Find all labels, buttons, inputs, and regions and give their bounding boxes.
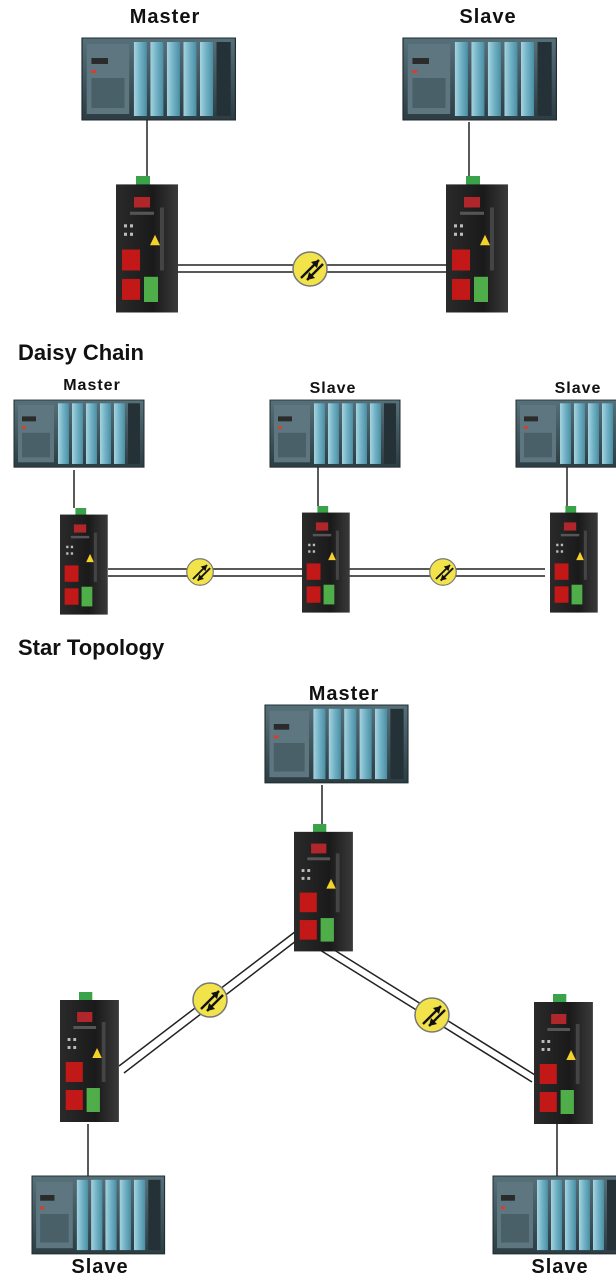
slave-plc-icon [402, 37, 557, 121]
daisy-slave-label-2: Slave [554, 380, 602, 397]
star-link-icon-right [413, 996, 451, 1034]
daisy-master-converter-icon [60, 508, 108, 615]
star-slave-left-converter-icon [60, 992, 119, 1122]
daisy-link-icon-1 [185, 557, 215, 587]
master-plc-icon [81, 37, 236, 121]
star-slave-right-plc-icon [492, 1175, 616, 1255]
slave-label-top: Slave [459, 6, 517, 28]
master-label-top: Master [129, 6, 201, 28]
star-master-converter-icon [294, 824, 353, 952]
top-connection-group [146, 120, 470, 273]
master-converter-icon [116, 176, 178, 313]
star-slave-label-left: Slave [71, 1256, 129, 1278]
daisy-master-label: Master [63, 377, 121, 394]
star-master-label: Master [308, 683, 380, 705]
daisy-chain-title: Daisy Chain [18, 340, 144, 365]
star-slave-left-plc-icon [31, 1175, 166, 1255]
daisy-slave-converter-icon-2 [550, 506, 598, 613]
daisy-slave-label-1: Slave [309, 380, 357, 397]
slave-converter-icon [446, 176, 508, 313]
star-link-icon-left [191, 981, 229, 1019]
daisy-master-plc-icon [13, 399, 145, 468]
fiber-link-icon [291, 250, 329, 288]
star-master-plc-icon [264, 704, 409, 784]
daisy-slave-plc-icon-1 [269, 399, 401, 468]
daisy-link-icon-2 [428, 557, 458, 587]
daisy-slave-plc-icon-2 [515, 399, 616, 468]
star-slave-right-converter-icon [534, 994, 593, 1124]
daisy-slave-converter-icon-1 [302, 506, 350, 613]
star-topology-title: Star Topology [18, 635, 165, 660]
star-slave-label-right: Slave [531, 1256, 589, 1278]
